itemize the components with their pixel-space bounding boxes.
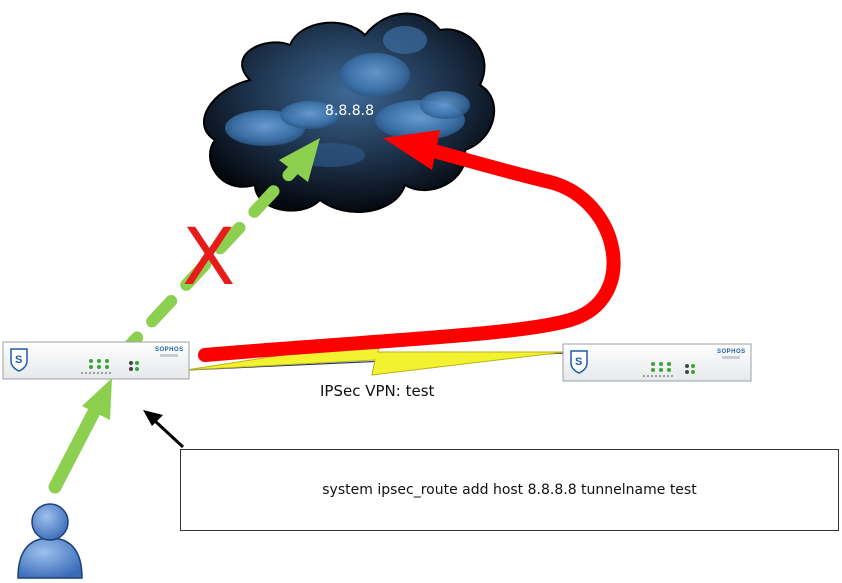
internet-cloud: 8.8.8.8 bbox=[203, 12, 496, 213]
tunnel-route-arrow bbox=[198, 130, 621, 362]
shield-icon bbox=[570, 350, 588, 374]
port-leds-icon bbox=[81, 359, 139, 374]
command-callout-box: system ipsec_route add host 8.8.8.8 tunn… bbox=[180, 449, 839, 531]
command-text: system ipsec_route add host 8.8.8.8 tunn… bbox=[322, 482, 697, 498]
shield-icon bbox=[10, 348, 28, 372]
logo-letter: S bbox=[15, 354, 22, 366]
brand-label: SOPHOS bbox=[717, 349, 746, 355]
cloud-ip-label: 8.8.8.8 bbox=[325, 103, 374, 119]
brand-label: SOPHOS bbox=[155, 347, 184, 353]
user-icon bbox=[17, 503, 83, 579]
logo-letter: S bbox=[575, 356, 582, 368]
port-leds-icon bbox=[643, 362, 695, 377]
blocked-mark: X bbox=[182, 213, 235, 303]
firewall-left: S SOPHOS bbox=[2, 341, 190, 380]
user-to-firewall-arrow bbox=[48, 378, 112, 494]
direct-route-arrow bbox=[112, 138, 320, 364]
vpn-tunnel-label: IPSec VPN: test bbox=[320, 382, 435, 400]
command-pointer-arrow bbox=[143, 410, 185, 449]
firewall-right: S SOPHOS bbox=[562, 343, 752, 382]
